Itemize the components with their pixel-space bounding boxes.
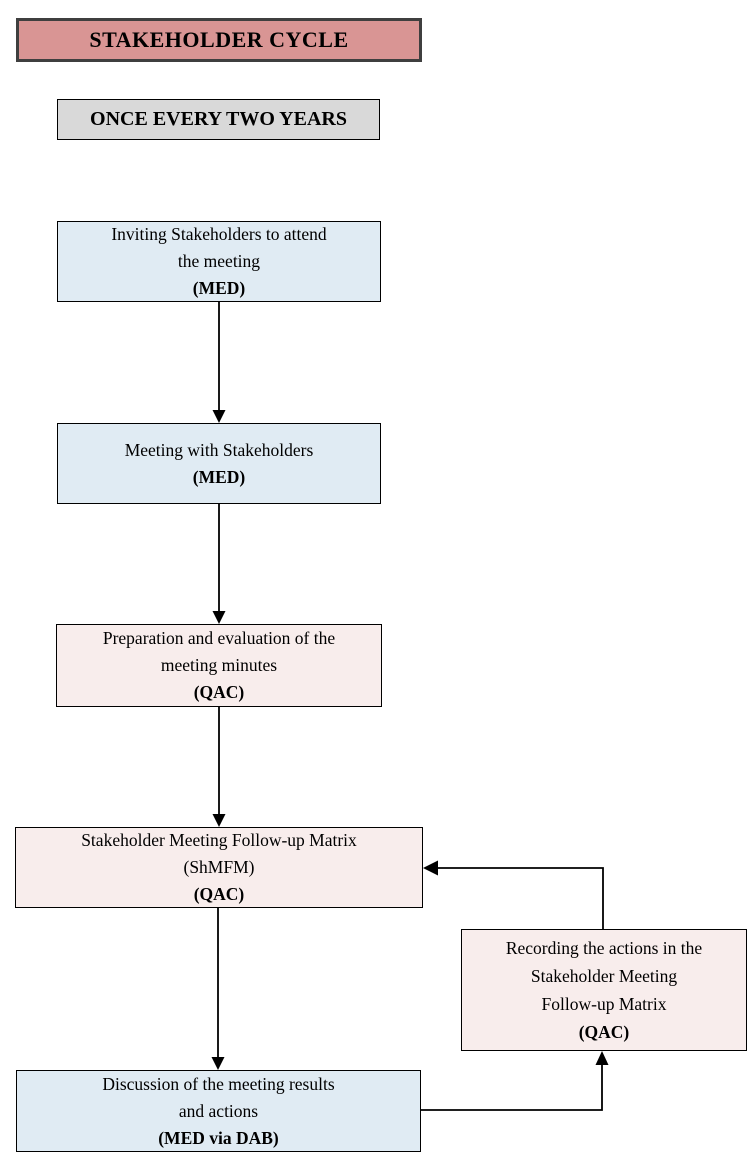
flow-box-text-line: Inviting Stakeholders to attend (111, 224, 327, 244)
flow-box-text-line: meeting minutes (160, 655, 278, 675)
flow-box-followup-matrix: Stakeholder Meeting Follow-up Matrix (Sh… (15, 827, 423, 908)
flow-box-text-line: Recording the actions in the (505, 938, 703, 958)
arrow-discussion-to-recording (421, 1051, 609, 1111)
flow-box-discussion-results: Discussion of the meeting results and ac… (16, 1070, 421, 1152)
diagram-title-box: STAKEHOLDER CYCLE (16, 18, 422, 62)
flow-box-text-line: Meeting with Stakeholders (124, 439, 314, 460)
flow-box-text-line: the meeting (177, 251, 261, 271)
flow-box-meeting-minutes: Preparation and evaluation of the meetin… (56, 624, 382, 707)
flow-box-owner-label: (MED) (192, 278, 246, 298)
arrow-meeting-to-minutes (212, 504, 226, 624)
frequency-label: ONCE EVERY TWO YEARS (90, 108, 347, 130)
flow-box-recording-actions: Recording the actions in the Stakeholder… (461, 929, 747, 1051)
flow-box-text-line: and actions (178, 1100, 259, 1121)
flow-box-text-line: Follow-up Matrix (541, 994, 667, 1014)
flow-box-text-line: Stakeholder Meeting Follow-up Matrix (81, 830, 357, 850)
flow-box-text-line: (ShMFM) (183, 857, 255, 877)
flow-box-text-line: Discussion of the meeting results (102, 1073, 335, 1094)
flow-box-meeting-with-stakeholders: Meeting with Stakeholders (MED) (57, 423, 381, 504)
flow-box-owner-label: (QAC) (193, 884, 245, 904)
flow-box-owner-label: (QAC) (193, 682, 245, 702)
diagram-title: STAKEHOLDER CYCLE (89, 27, 349, 52)
flow-box-owner-label: (MED via DAB) (158, 1127, 279, 1148)
arrow-matrix-to-discussion (211, 908, 225, 1070)
flow-box-owner-label: (MED) (192, 466, 246, 487)
flow-box-owner-label: (QAC) (578, 1022, 630, 1042)
flow-box-inviting-stakeholders: Inviting Stakeholders to attend the meet… (57, 221, 381, 302)
arrow-minutes-to-matrix (212, 707, 226, 827)
frequency-label-box: ONCE EVERY TWO YEARS (57, 99, 380, 140)
flow-box-text-line: Preparation and evaluation of the (102, 628, 336, 648)
arrow-inviting-to-meeting (212, 302, 226, 423)
arrow-recording-to-matrix (423, 860, 604, 929)
flow-box-text-line: Stakeholder Meeting (530, 966, 678, 986)
